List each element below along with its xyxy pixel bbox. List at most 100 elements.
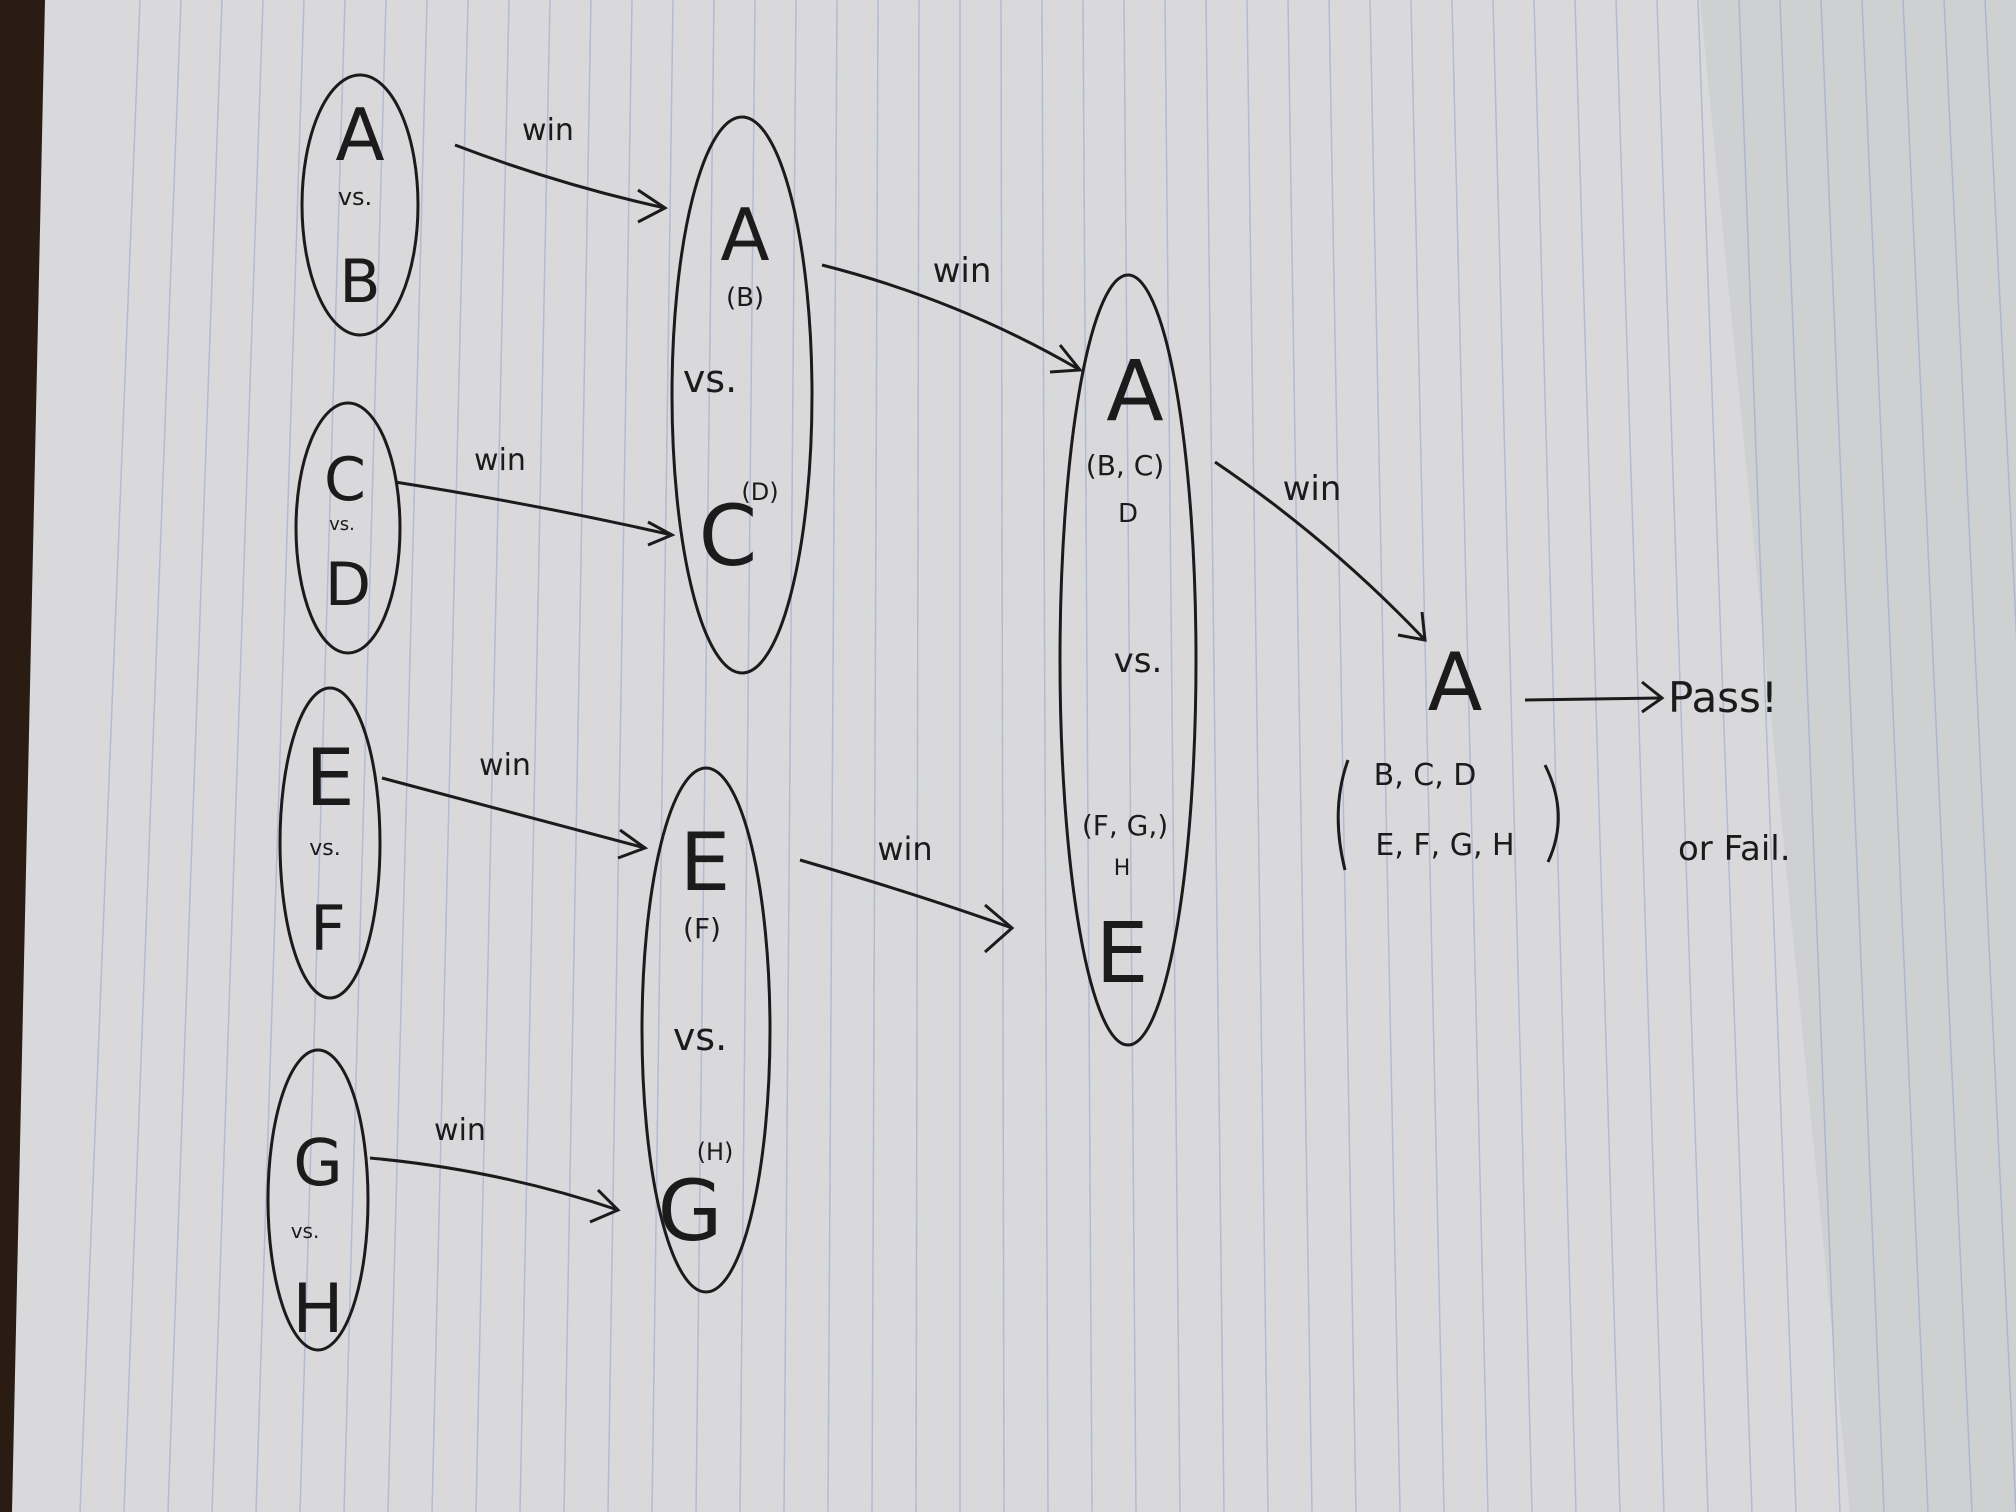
- rule-line: [431, 0, 469, 1512]
- win-label: win: [434, 1113, 486, 1148]
- player-g: G: [293, 1127, 343, 1201]
- vs-label: vs.: [683, 357, 737, 401]
- match-a-vs-c: A (B) vs. (D) C: [670, 115, 814, 675]
- rule-line: [651, 0, 674, 1512]
- match-a-vs-b: A vs. B: [300, 73, 420, 337]
- beaten-note: (D): [741, 478, 778, 506]
- match-g-vs-h: G vs. H: [266, 1048, 370, 1352]
- rule-line: [1533, 0, 1577, 1512]
- arrow-to-champion: win: [1214, 460, 1427, 642]
- player-c: C: [699, 487, 758, 585]
- vs-label: vs.: [329, 514, 355, 535]
- rule-line: [1041, 0, 1049, 1512]
- rule-line: [739, 0, 756, 1512]
- player-h: H: [292, 1270, 343, 1349]
- rule-line: [1574, 0, 1621, 1512]
- champion-result: A B, C, D E, F, G, H: [1336, 636, 1560, 871]
- player-c: C: [324, 445, 366, 515]
- beaten-note: (F, G,): [1082, 809, 1168, 842]
- beaten-note: (B, C): [1086, 449, 1164, 482]
- arrow-gh-to-semifinal: win: [369, 1113, 621, 1224]
- rule-line: [1164, 0, 1181, 1512]
- player-g: G: [657, 1162, 722, 1260]
- beaten-note: D: [1118, 499, 1138, 529]
- rule-line: [695, 0, 715, 1512]
- rule-line: [1369, 0, 1401, 1512]
- win-label: win: [877, 830, 932, 868]
- arrow-ac-to-final-match: win: [821, 251, 1083, 374]
- win-label: win: [522, 113, 574, 148]
- rule-line: [1615, 0, 1665, 1512]
- rule-line: [1779, 0, 1841, 1512]
- rule-line: [1000, 0, 1005, 1512]
- pass-label: Pass!: [1668, 673, 1778, 722]
- rule-line: [387, 0, 428, 1512]
- rule-line: [1902, 0, 1973, 1512]
- rule-line: [1205, 0, 1225, 1512]
- rule-line: [299, 0, 346, 1512]
- vs-label: vs.: [673, 1015, 727, 1059]
- rule-line: [167, 0, 223, 1512]
- match-e-vs-g: E (F) vs. (H) G: [640, 766, 772, 1294]
- arrow-to-result: [1524, 680, 1665, 714]
- rule-line: [255, 0, 305, 1512]
- player-d: D: [325, 550, 371, 620]
- arrow-eg-to-final-match: win: [799, 830, 1015, 954]
- champion-a: A: [1428, 636, 1483, 729]
- player-a: A: [335, 93, 384, 177]
- player-f: F: [310, 892, 346, 965]
- rule-line: [915, 0, 920, 1512]
- match-a-vs-e: A (B, C) D vs. (F, G,) H E: [1058, 273, 1198, 1047]
- rule-line: [79, 0, 141, 1512]
- rule-line: [1328, 0, 1357, 1512]
- vs-label: vs.: [309, 836, 340, 861]
- rule-line: [783, 0, 797, 1512]
- win-label: win: [479, 748, 531, 783]
- vs-label: vs.: [291, 1219, 320, 1243]
- rule-line: [1656, 0, 1709, 1512]
- rule-line: [1943, 0, 2016, 1512]
- beaten-list: E, F, G, H: [1375, 828, 1514, 863]
- beaten-note: (B): [726, 283, 764, 313]
- rule-line: [1492, 0, 1533, 1512]
- beaten-list: B, C, D: [1374, 758, 1477, 793]
- rule-line: [1861, 0, 1929, 1512]
- rule-line: [1451, 0, 1489, 1512]
- win-label: win: [933, 251, 992, 291]
- rule-line: [1738, 0, 1797, 1512]
- rule-line: [563, 0, 592, 1512]
- match-c-vs-d: C vs. D: [294, 401, 402, 655]
- player-a: A: [1106, 342, 1163, 440]
- win-label: win: [474, 443, 526, 478]
- arrow-cd-to-semifinal: win: [394, 443, 676, 547]
- vs-label: vs.: [1114, 641, 1163, 681]
- rule-line: [475, 0, 510, 1512]
- rule-line: [1410, 0, 1445, 1512]
- player-a: A: [720, 193, 769, 277]
- player-e: E: [305, 734, 354, 824]
- win-label: win: [1283, 469, 1342, 509]
- arrow-ab-to-semifinal: win: [454, 113, 668, 224]
- rule-line: [827, 0, 838, 1512]
- beaten-note: H: [1114, 856, 1131, 881]
- rule-line: [1697, 0, 1753, 1512]
- rule-line: [211, 0, 264, 1512]
- vs-label: vs.: [338, 183, 372, 211]
- rule-line: [1246, 0, 1269, 1512]
- player-e: E: [1095, 904, 1148, 1002]
- player-e: E: [680, 816, 731, 909]
- player-b: B: [339, 247, 380, 317]
- beaten-note: (F): [683, 912, 721, 945]
- rule-line: [1984, 0, 2016, 641]
- fail-label: or Fail.: [1678, 829, 1791, 869]
- beaten-note: (H): [697, 1138, 734, 1166]
- rule-line: [1082, 0, 1093, 1512]
- rule-lines: [79, 0, 2016, 1512]
- rule-line: [1820, 0, 1885, 1512]
- rule-line: [519, 0, 551, 1512]
- match-e-vs-f: E vs. F: [278, 686, 382, 1000]
- paper-shadow: [1700, 0, 2016, 1512]
- rule-line: [871, 0, 879, 1512]
